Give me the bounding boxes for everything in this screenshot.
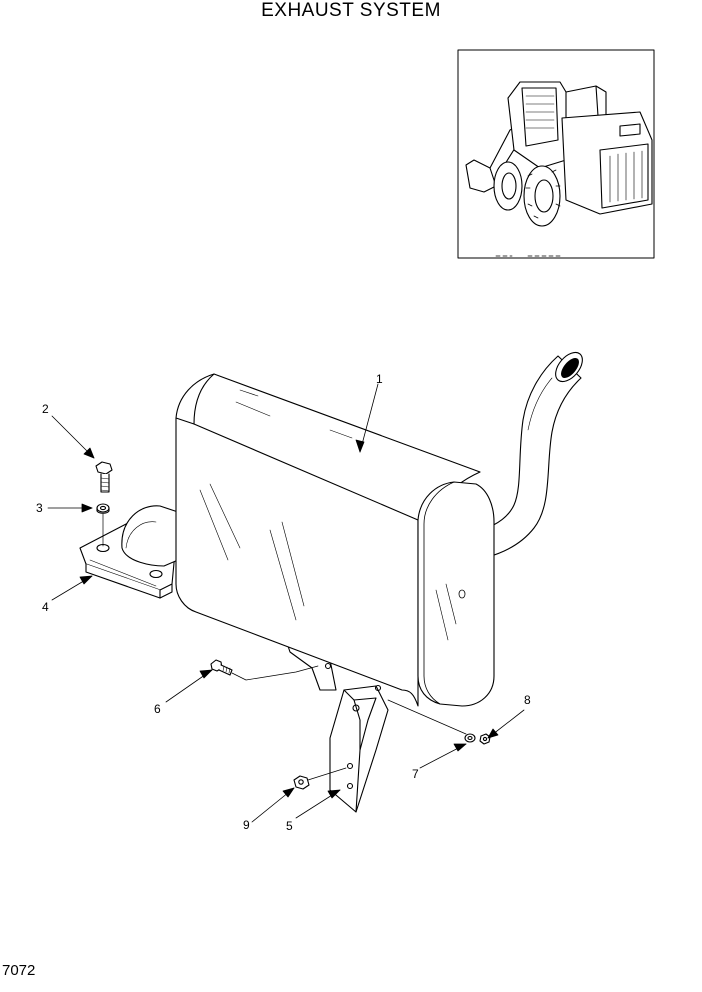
washer-part-7 — [387, 699, 476, 743]
page-number: 7072 — [2, 962, 36, 979]
callout-4: 4 — [42, 600, 49, 614]
page-title: EXHAUST SYSTEM — [261, 0, 441, 21]
callout-1: 1 — [376, 372, 383, 386]
muffler — [175, 373, 495, 707]
callout-8: 8 — [524, 693, 531, 707]
mounting-bracket — [329, 684, 389, 813]
bolt-part-2 — [95, 461, 113, 493]
callout-5: 5 — [286, 819, 293, 833]
callout-6: 6 — [154, 702, 161, 716]
nut-part-9 — [293, 767, 347, 790]
callout-7: 7 — [412, 767, 419, 781]
leader-lines — [47, 383, 525, 823]
inset-machine-view — [457, 49, 655, 259]
inlet-flange — [79, 505, 179, 599]
washer-part-3 — [96, 503, 110, 514]
bolt-part-6 — [210, 659, 319, 681]
callout-9: 9 — [243, 818, 250, 832]
nut-part-8 — [479, 733, 491, 745]
callout-2: 2 — [42, 402, 49, 416]
callout-3: 3 — [36, 501, 43, 515]
callouts: 1 2 3 4 5 6 7 8 9 — [36, 372, 531, 833]
